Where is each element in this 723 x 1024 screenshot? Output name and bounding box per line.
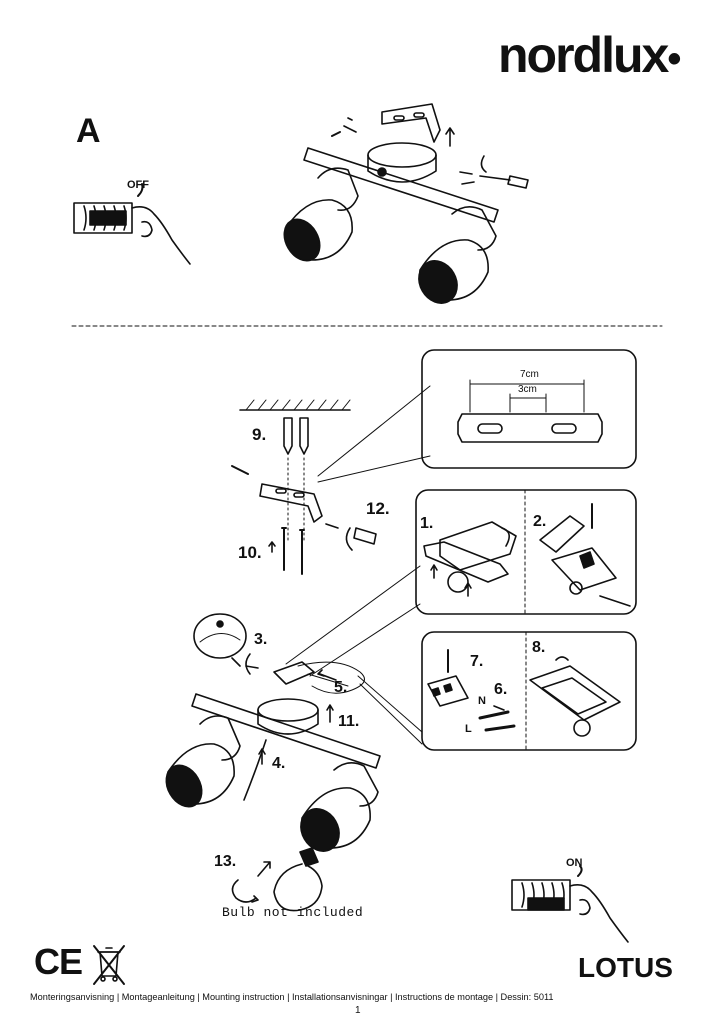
terminal-wiring-illustration [427, 649, 516, 732]
step-3: 3. [254, 631, 267, 648]
wire-label-n: N [478, 695, 486, 707]
step-1: 1. [420, 515, 433, 532]
step-2: 2. [533, 513, 546, 530]
weee-bin-icon [93, 945, 125, 985]
product-name: LOTUS [578, 952, 673, 983]
brand-dot: • [667, 37, 681, 81]
terminal-cover-refit-illustration [529, 656, 621, 737]
section-label: A [76, 112, 101, 150]
bulb-not-included-note: Bulb not included [222, 905, 364, 920]
terminal-opened-illustration [539, 503, 631, 607]
fixture-assembly-illustration [165, 565, 423, 852]
switch-off-label: OFF [127, 179, 149, 191]
step-8: 8. [532, 639, 545, 656]
step-11: 11. [338, 713, 359, 730]
step-9: 9. [252, 425, 266, 444]
step-13: 13. [214, 853, 236, 870]
step-5: 5. [334, 679, 347, 696]
switch-on-illustration [511, 865, 629, 943]
dimension-outer: 7cm [520, 369, 539, 380]
step-4: 4. [272, 755, 285, 772]
brand-logo: nordlux• [498, 27, 681, 83]
wiring-panel [421, 631, 637, 751]
fixture-disassembly-illustration [283, 103, 529, 304]
brand-name: nordlux [498, 27, 669, 83]
wire-label-l: L [465, 723, 472, 735]
ceiling-mounting-illustration [231, 385, 431, 575]
terminal-cover-panel [415, 489, 637, 615]
bulb-illustration [231, 847, 323, 912]
ce-mark: CE [34, 941, 83, 982]
step-10: 10. [238, 543, 262, 562]
footer-text: Monteringsanvisning | Montageanleitung |… [30, 992, 554, 1002]
switch-on-label: ON [566, 857, 583, 869]
step-7: 7. [470, 653, 483, 670]
terminal-cover-removal-illustration [423, 521, 517, 597]
page-number: 1 [355, 1005, 361, 1016]
bracket-dimension-panel [421, 349, 637, 469]
step-6: 6. [494, 681, 507, 698]
bracket-dimension-drawing [457, 379, 603, 443]
dimension-inner: 3cm [518, 384, 537, 395]
step-12: 12. [366, 499, 390, 518]
switch-off-illustration [73, 183, 191, 265]
